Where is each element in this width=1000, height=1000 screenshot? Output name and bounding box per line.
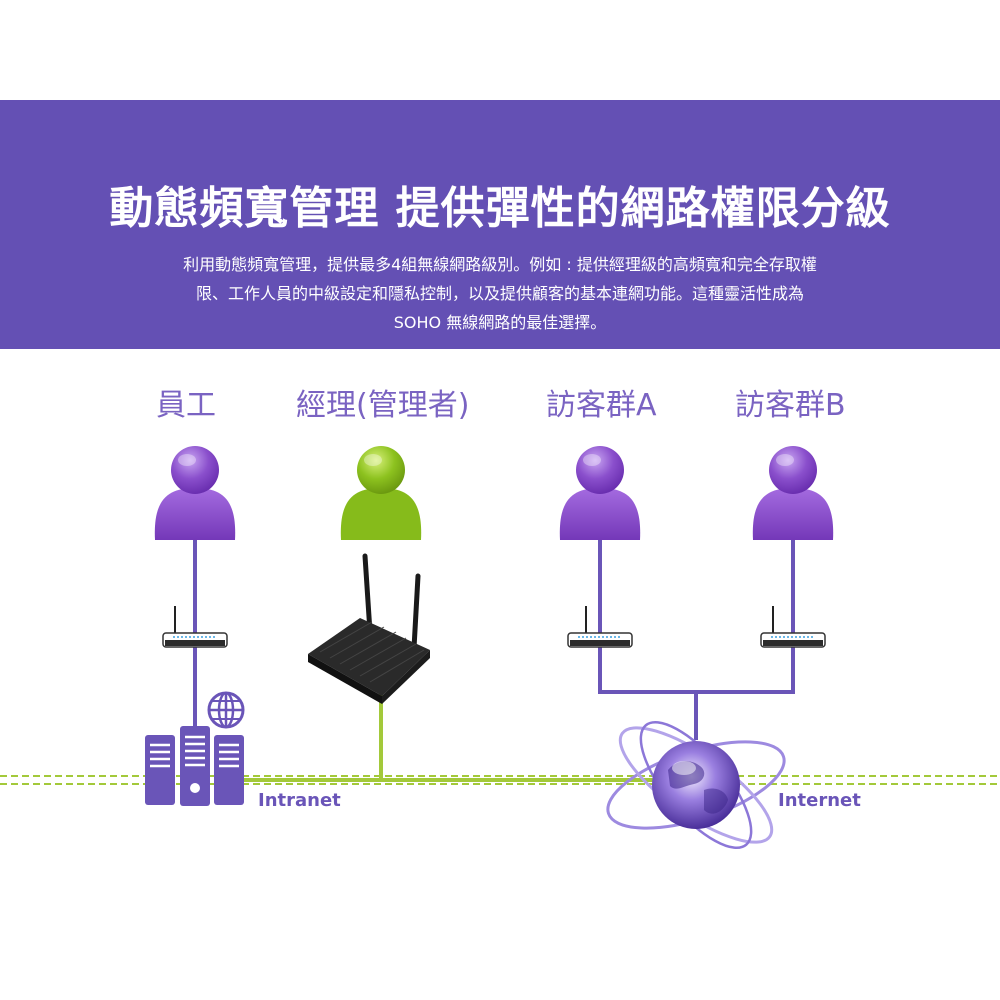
banner-description: 利用動態頻寬管理，提供最多4組無線網路級別。例如 : 提供經理級的高頻寬和完全存… — [100, 250, 900, 337]
banner-description-line: SOHO 無線網路的最佳選擇。 — [393, 313, 607, 332]
group-label-manager: 經理(管理者) — [296, 388, 470, 423]
person-icon — [340, 446, 422, 540]
banner-title: 動態頻寬管理 提供彈性的網路權限分級 — [109, 183, 891, 234]
router-icon — [162, 606, 228, 648]
guest-connection-lines — [598, 540, 795, 740]
group-label-staff: 員工 — [156, 388, 216, 423]
globe-icon — [606, 720, 786, 850]
banner-description-line: 限、工作人員的中級設定和隱私控制，以及提供顧客的基本連網功能。這種靈活性成為 — [195, 284, 804, 303]
header-banner — [0, 100, 1000, 349]
person-icon — [752, 446, 834, 540]
router-icon — [567, 606, 633, 648]
server-icon — [145, 691, 245, 806]
group-label-guest-b: 訪客群B — [735, 388, 846, 423]
person-icon — [154, 446, 236, 540]
group-label-guest-a: 訪客群A — [546, 388, 657, 423]
banner-description-line: 利用動態頻寬管理，提供最多4組無線網路級別。例如 : 提供經理級的高頻寬和完全存… — [183, 255, 817, 274]
intranet-label: Intranet — [258, 790, 341, 811]
router-icon — [760, 606, 826, 648]
person-icon — [559, 446, 641, 540]
wireless-router-icon — [308, 553, 430, 704]
internet-label: Internet — [778, 790, 861, 811]
